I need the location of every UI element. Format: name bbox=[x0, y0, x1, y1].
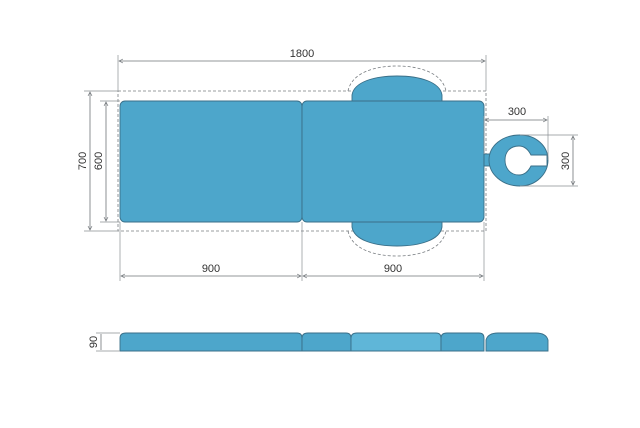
dim-headrest-length: 300 bbox=[508, 106, 526, 118]
dim-inner-width: 600 bbox=[93, 152, 105, 170]
armrest-top-dashed bbox=[347, 65, 447, 92]
side-pad-left bbox=[119, 332, 303, 352]
armrest-bottom-dashed bbox=[347, 230, 447, 257]
dim-section-left: 900 bbox=[202, 263, 220, 275]
pad-left-section bbox=[119, 100, 303, 223]
dim-headrest-width: 300 bbox=[560, 152, 572, 170]
side-armrest bbox=[350, 332, 442, 352]
dim-section-right: 900 bbox=[384, 263, 402, 275]
face-cradle bbox=[488, 134, 549, 187]
dim-thickness: 90 bbox=[88, 336, 100, 348]
side-headrest bbox=[485, 332, 549, 352]
side-view: 90 bbox=[88, 332, 549, 352]
pad-right-section bbox=[301, 100, 485, 223]
dim-overall-width: 700 bbox=[77, 152, 89, 170]
side-pad-right bbox=[440, 332, 485, 352]
armrest-bottom bbox=[351, 220, 443, 247]
dim-overall-length: 1800 bbox=[290, 48, 314, 60]
side-pad-mid bbox=[301, 332, 352, 352]
top-view: 1800 700 600 900 900 300 300 bbox=[77, 48, 578, 281]
armrest-top bbox=[351, 75, 443, 102]
